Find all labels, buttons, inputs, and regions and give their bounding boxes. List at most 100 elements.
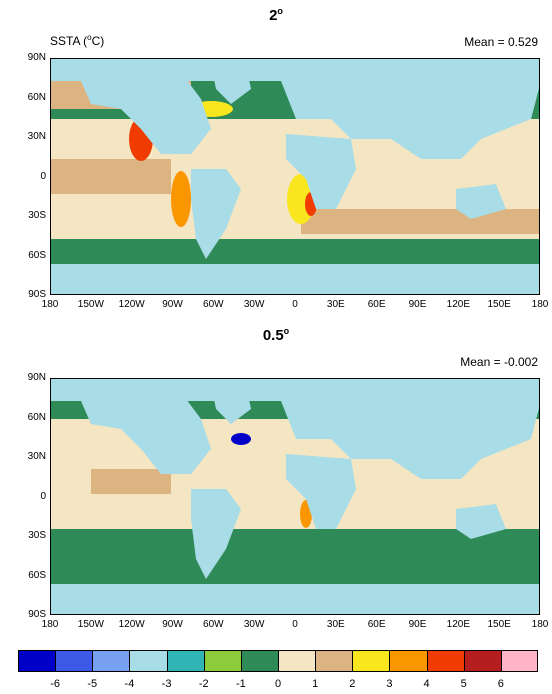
lat-tick-label: 30N [27, 131, 46, 142]
panel-title-2-text: 0.5 [262, 327, 284, 344]
map-1-svg [51, 59, 539, 294]
colorbar-tick-label: 2 [349, 678, 356, 690]
africa [286, 134, 356, 209]
southern-ocean [51, 239, 539, 261]
southern-ocean-2 [51, 529, 539, 579]
panel-title-1-degree: o [277, 6, 283, 16]
lon-tick-label: 90E [408, 619, 427, 630]
colorbar-tick-label: 6 [497, 678, 504, 690]
south-america-2 [191, 489, 241, 579]
lat-tick-label: 60S [28, 249, 46, 261]
lat-tick-label: 0 [40, 170, 46, 182]
lon-tick-label: 90W [162, 299, 183, 310]
lat-tick-label: 90N [27, 52, 46, 63]
panel-title-2: 0.5o [0, 326, 552, 344]
tan-band-south [301, 209, 539, 234]
lon-tick-label: 60E [367, 299, 386, 310]
ssta-label-prefix: SSTA ( [50, 34, 88, 48]
lon-tick-label: 120W [118, 619, 145, 630]
arctic [51, 59, 539, 81]
lon-tick-label: 30W [243, 299, 265, 310]
mean-2-value: -0.002 [503, 355, 538, 369]
colorbar-tick-label: -1 [235, 678, 246, 690]
tan-band-pacific [51, 159, 171, 194]
lat-tick-label: 60S [28, 569, 46, 581]
lon-tick-label: 90W [162, 619, 183, 630]
ssta-label-degree: o [87, 33, 92, 42]
colorbar-cell [240, 650, 278, 672]
colorbar-cell [389, 650, 427, 672]
colorbar-cell [129, 650, 167, 672]
lon-tick-label: 60W [203, 619, 224, 630]
lat-tick-label: 30S [28, 530, 46, 541]
lat-tick-label: 30N [27, 451, 46, 462]
panel-title-1-text: 2 [269, 7, 278, 24]
lon-tick-label: 180 [41, 299, 59, 310]
lon-tick-label: 30W [243, 619, 265, 630]
australia-2 [456, 504, 506, 539]
tan-band-pacific-2 [91, 469, 171, 494]
greenland [211, 64, 251, 104]
mean-1-label: Mean = [464, 35, 508, 49]
colorbar-tick-label: 3 [386, 678, 393, 690]
lon-tick-label: 180 [531, 299, 549, 310]
lon-tick-label: 120E [446, 619, 470, 630]
mean-2-label: Mean = [460, 355, 504, 369]
lon-tick-label: 60E [367, 619, 386, 630]
colorbar-cell [55, 650, 93, 672]
lon-tick-label: 0 [292, 619, 298, 630]
arctic-2 [51, 379, 539, 401]
lat-tick-label: 90S [28, 609, 46, 620]
lon-tick-label: 120W [118, 299, 145, 310]
mean-1-value: 0.529 [507, 35, 538, 49]
colorbar [18, 650, 538, 672]
colorbar-cell [426, 650, 464, 672]
lon-tick-label: 0 [292, 299, 298, 310]
eurasia-2 [281, 401, 539, 479]
antarctica-2 [51, 584, 539, 614]
lon-tick-label: 150W [77, 619, 104, 630]
lat-tick-label: 90S [28, 289, 46, 300]
map-panel-1 [50, 58, 540, 295]
lat-tick-label: 0 [40, 490, 46, 502]
panel-title-2-degree: o [283, 326, 290, 336]
colorbar-tick-label: -6 [50, 678, 61, 690]
lon-tick-label: 180 [531, 619, 549, 630]
lat-tick-label: 90N [27, 372, 46, 383]
greenland-2 [211, 384, 251, 424]
lon-tick-label: 150E [487, 299, 511, 310]
colorbar-tick-label: 4 [423, 678, 430, 690]
lon-tick-label: 180 [41, 619, 59, 630]
colorbar-tick-label: -2 [198, 678, 209, 690]
lon-tick-label: 120E [446, 299, 470, 310]
australia [456, 184, 506, 219]
lon-tick-label: 90E [408, 299, 427, 310]
colorbar-cell [500, 650, 538, 672]
colorbar-cell [352, 650, 390, 672]
map-2-svg [51, 379, 539, 614]
colorbar-cell [18, 650, 56, 672]
mean-1: Mean = 0.529 [464, 35, 538, 49]
colorbar-cell [92, 650, 130, 672]
colorbar-cell [166, 650, 204, 672]
coldspot-gulfstream-2 [231, 433, 251, 445]
colorbar-tick-label: -3 [161, 678, 172, 690]
colorbar-tick-label: 1 [312, 678, 319, 690]
ssta-label: SSTA (oC) [50, 33, 104, 48]
lon-tick-label: 30E [326, 299, 345, 310]
colorbar-cell [278, 650, 316, 672]
lon-tick-label: 60W [203, 299, 224, 310]
colorbar-tick-label: -4 [124, 678, 135, 690]
hotspot-peru [171, 171, 191, 227]
colorbar-tick-label: -5 [87, 678, 98, 690]
colorbar-cell [203, 650, 241, 672]
antarctica [51, 264, 539, 294]
lat-tick-label: 30S [28, 210, 46, 221]
lon-tick-label: 30E [326, 619, 345, 630]
north-america [81, 79, 211, 154]
colorbar-tick-label: 5 [460, 678, 467, 690]
map-panel-2 [50, 378, 540, 615]
lon-tick-label: 150W [77, 299, 104, 310]
mean-2: Mean = -0.002 [460, 355, 538, 369]
colorbar-tick-label: 0 [274, 678, 282, 690]
